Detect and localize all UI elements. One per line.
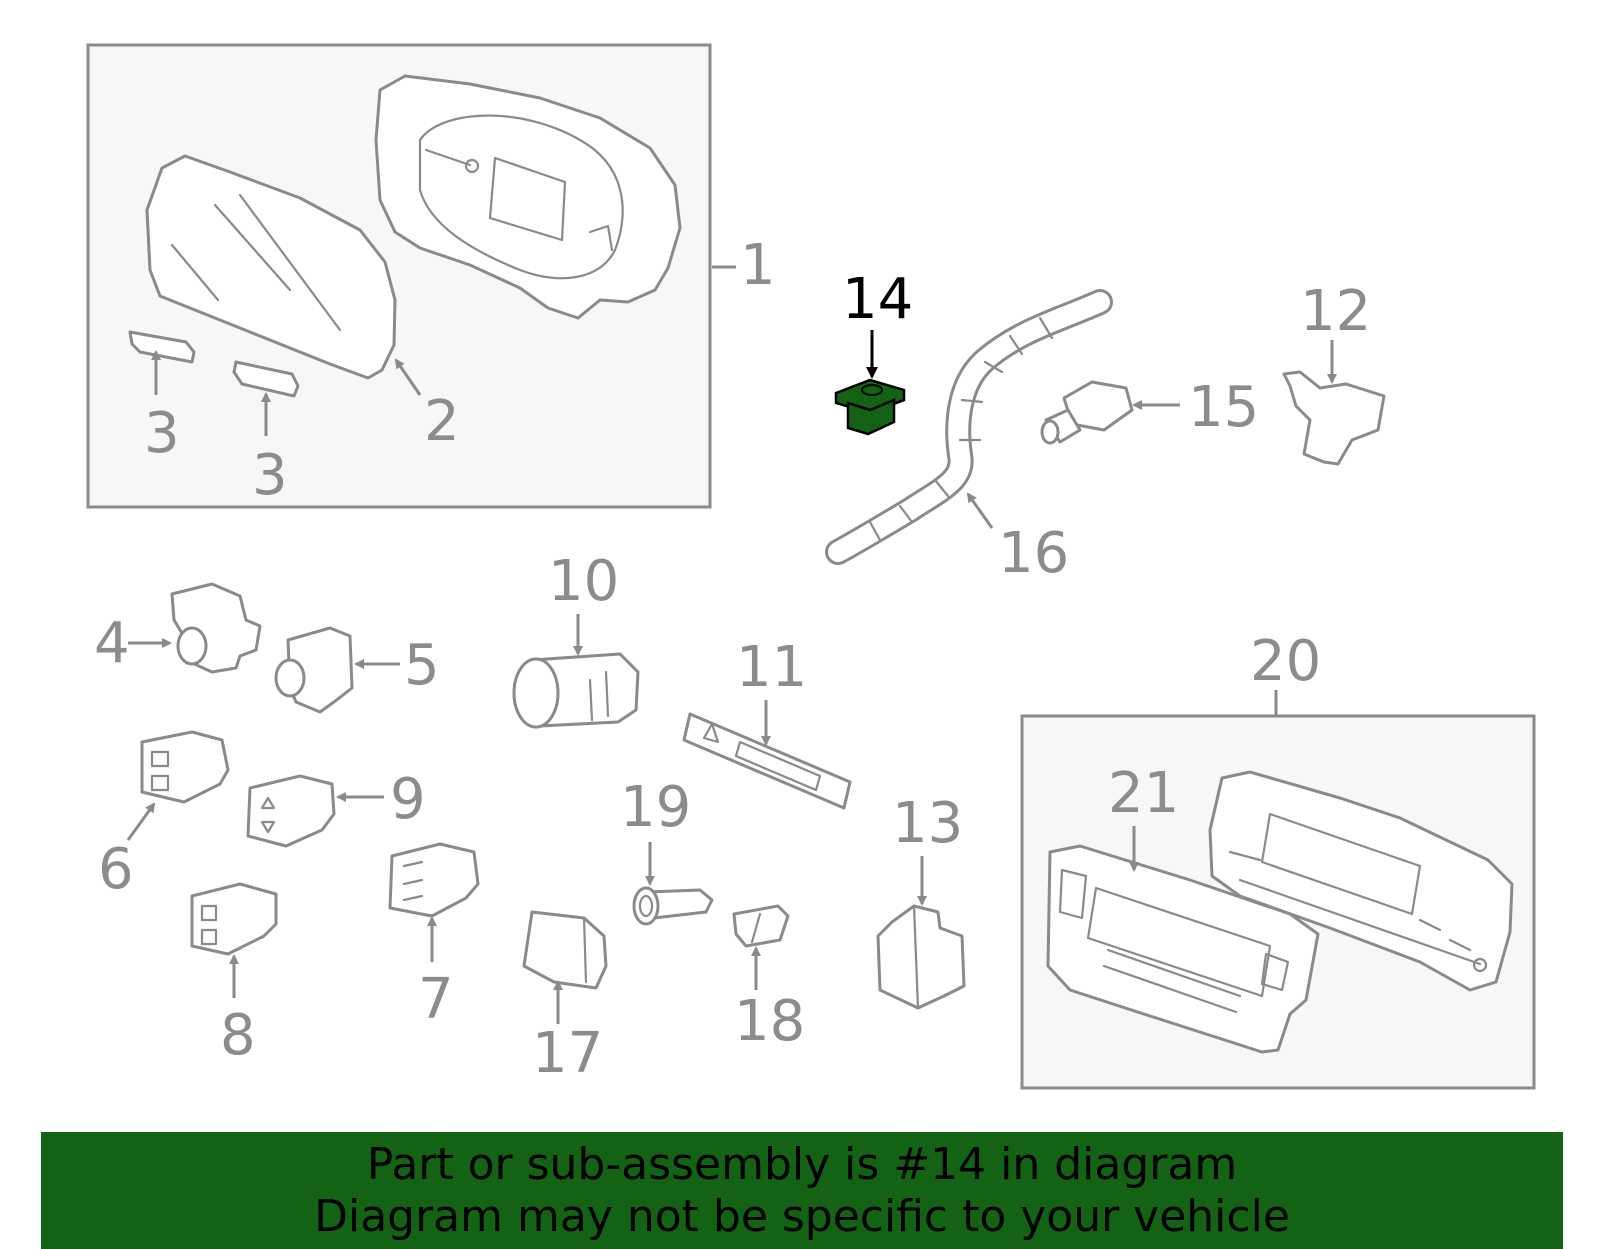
banner-line-1: Part or sub-assembly is #14 in diagram	[366, 1138, 1238, 1190]
callout-4: 4	[94, 611, 130, 676]
callout-17: 17	[532, 1021, 603, 1086]
leader-16	[966, 492, 994, 529]
leader-6	[126, 802, 156, 841]
leader-2	[394, 358, 422, 396]
part-20-climate-unit	[1208, 770, 1514, 992]
callout-9: 9	[390, 767, 426, 832]
part-14-highlighted	[834, 378, 906, 436]
part-19-grommet	[632, 886, 714, 926]
callout-13: 13	[892, 791, 963, 856]
callout-8: 8	[220, 1003, 256, 1068]
callout-15: 15	[1188, 375, 1259, 440]
callout-6: 6	[98, 837, 134, 902]
part-18-clip	[732, 904, 790, 948]
callout-3a: 3	[144, 401, 180, 466]
banner-line-2: Diagram may not be specific to your vehi…	[314, 1190, 1290, 1242]
callout-20: 20	[1250, 629, 1321, 694]
part-11-hazard-panel	[682, 712, 852, 810]
part-10-cylinder	[512, 652, 640, 729]
part-5-switch	[274, 626, 354, 714]
part-9-switch	[246, 774, 336, 848]
callout-12: 12	[1300, 279, 1371, 344]
part-6-switch	[140, 730, 230, 804]
callout-11: 11	[736, 635, 807, 700]
callout-16: 16	[998, 521, 1069, 586]
callout-2: 2	[424, 389, 460, 454]
part-8-switch	[190, 882, 278, 956]
callout-3b: 3	[252, 443, 288, 508]
callout-19: 19	[620, 775, 691, 840]
callout-7: 7	[418, 967, 454, 1032]
callout-18: 18	[734, 989, 805, 1054]
part-4-switch	[170, 582, 262, 674]
part-3-pad-a	[128, 330, 196, 364]
part-15-sensor	[1040, 380, 1134, 445]
info-banner: Part or sub-assembly is #14 in diagram D…	[41, 1132, 1563, 1249]
part-21-climate-bezel	[1046, 844, 1320, 1054]
part-13-module	[876, 904, 966, 1010]
part-3-pad-b	[232, 360, 300, 398]
part-16-harness	[825, 289, 1113, 565]
callout-1: 1	[740, 233, 776, 298]
part-2-cluster-lens	[145, 154, 397, 380]
callout-10: 10	[548, 549, 619, 614]
part-12-bracket	[1282, 370, 1386, 466]
part-7-switch	[388, 842, 480, 918]
callout-21: 21	[1108, 761, 1179, 826]
part-1-instrument-cluster	[374, 74, 682, 320]
part-17-connector	[522, 910, 608, 990]
callout-5: 5	[404, 633, 440, 698]
callout-14: 14	[842, 267, 913, 332]
